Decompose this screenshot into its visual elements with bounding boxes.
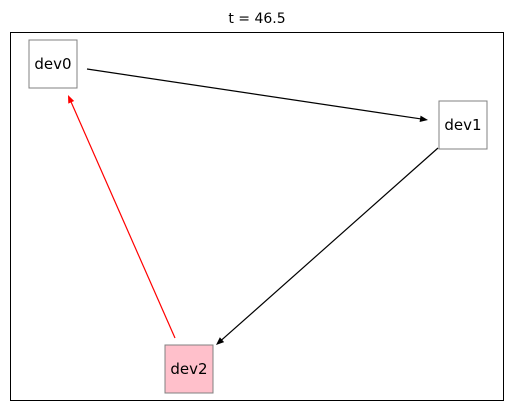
edge-dev2-to-dev0 (68, 95, 176, 339)
node-dev2: dev2 (164, 344, 214, 394)
edge-dev0-to-dev1 (86, 68, 428, 122)
edge-line (70, 101, 176, 339)
node-box (438, 100, 488, 150)
node-dev1: dev1 (438, 100, 488, 150)
edge-dev1-to-dev2 (216, 147, 439, 345)
nodes-layer: dev0 dev1 dev2 (28, 39, 488, 394)
edge-line (86, 68, 422, 120)
node-label: dev1 (444, 116, 481, 134)
node-dev0: dev0 (28, 39, 78, 89)
node-label: dev0 (34, 55, 71, 73)
edge-arrowhead (216, 337, 225, 345)
node-box (164, 344, 214, 394)
edge-arrowhead (419, 115, 428, 122)
node-label: dev2 (170, 360, 207, 378)
figure-title: t = 46.5 (228, 11, 285, 27)
plot-frame (10, 32, 504, 401)
node-box (28, 39, 78, 89)
edges-layer (68, 68, 439, 345)
edge-arrowhead (68, 95, 75, 104)
edge-line (220, 147, 439, 341)
